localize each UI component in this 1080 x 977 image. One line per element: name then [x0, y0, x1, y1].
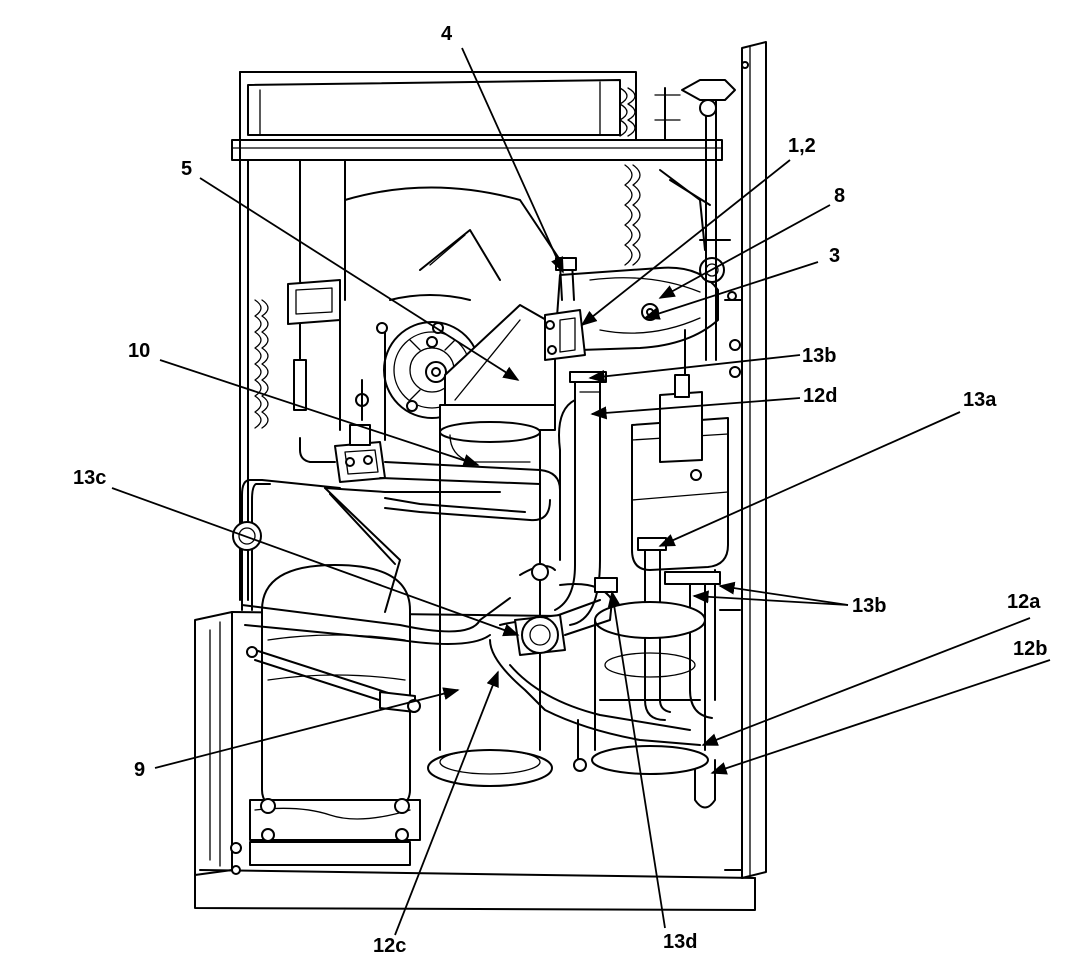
leader-13a	[658, 411, 961, 547]
leader-13c	[111, 487, 520, 637]
machine-drawing	[194, 41, 767, 911]
leader-12d	[590, 397, 801, 420]
leader-9	[154, 687, 460, 769]
callout-4: 4	[441, 23, 453, 45]
control-box	[287, 279, 369, 431]
callout-13b-top: 13b	[802, 345, 836, 367]
callout-13d: 13d	[663, 931, 697, 953]
callout-labels: 4 1,2 5 8 3 10 13b 12d 13a 13c 13b 12a 1…	[73, 23, 1047, 957]
callout-leaders	[111, 47, 1051, 936]
callout-5: 5	[181, 158, 192, 180]
condenser-coil-right	[619, 87, 681, 266]
callout-1-2: 1,2	[788, 135, 816, 157]
leader-3	[643, 261, 819, 320]
callout-8: 8	[834, 185, 845, 207]
callout-12a: 12a	[1007, 591, 1041, 613]
leader-13b-right-a	[718, 581, 849, 606]
leader-12a	[701, 617, 1031, 746]
callout-3: 3	[829, 245, 840, 267]
tubing-runs	[232, 437, 561, 713]
leader-12c	[394, 670, 499, 936]
callout-12d: 12d	[803, 385, 837, 407]
side-panel	[724, 41, 767, 879]
leader-12b	[710, 659, 1051, 775]
compressor-right	[573, 601, 709, 775]
solenoid-valve	[334, 424, 386, 483]
callout-13b-right: 13b	[852, 595, 886, 617]
callout-12c: 12c	[373, 935, 406, 957]
compressor-left	[230, 564, 421, 875]
callout-9: 9	[134, 759, 145, 781]
leader-1-2	[580, 159, 791, 327]
valve-top-right	[659, 79, 736, 361]
blower-motor-housing	[544, 257, 719, 361]
leader-13d	[607, 590, 666, 929]
accumulator-column	[427, 421, 553, 787]
leader-5	[199, 177, 520, 381]
leader-10	[159, 359, 480, 467]
callout-13c: 13c	[73, 467, 106, 489]
leader-8	[658, 204, 831, 299]
callout-13a: 13a	[963, 389, 997, 411]
leader-4	[461, 47, 564, 274]
cabinet-frame	[231, 71, 723, 601]
leader-13b-right-b	[692, 590, 849, 606]
suction-hose	[489, 563, 701, 746]
callout-10: 10	[128, 340, 150, 362]
callout-12b: 12b	[1013, 638, 1047, 660]
reservoir-tank	[631, 329, 729, 571]
leader-13b-top	[588, 354, 801, 383]
